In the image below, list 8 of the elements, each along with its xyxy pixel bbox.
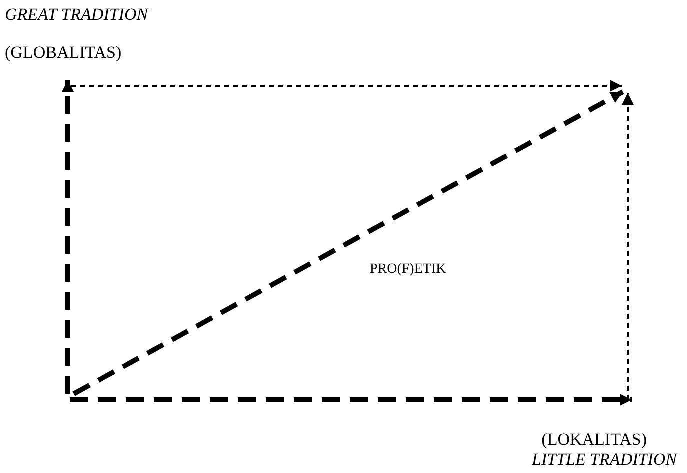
arrow [70, 394, 632, 406]
axis-title: LITTLE TRADITION [532, 450, 679, 470]
diagram-label: PRO(F)ETIK [370, 262, 448, 278]
axis-title: GREAT TRADITION [5, 5, 150, 25]
arrow [62, 80, 74, 394]
axis-label: (GLOBALITAS) [5, 43, 123, 63]
arrow [622, 93, 634, 400]
axis-label: (LOKALITAS) [542, 430, 648, 450]
